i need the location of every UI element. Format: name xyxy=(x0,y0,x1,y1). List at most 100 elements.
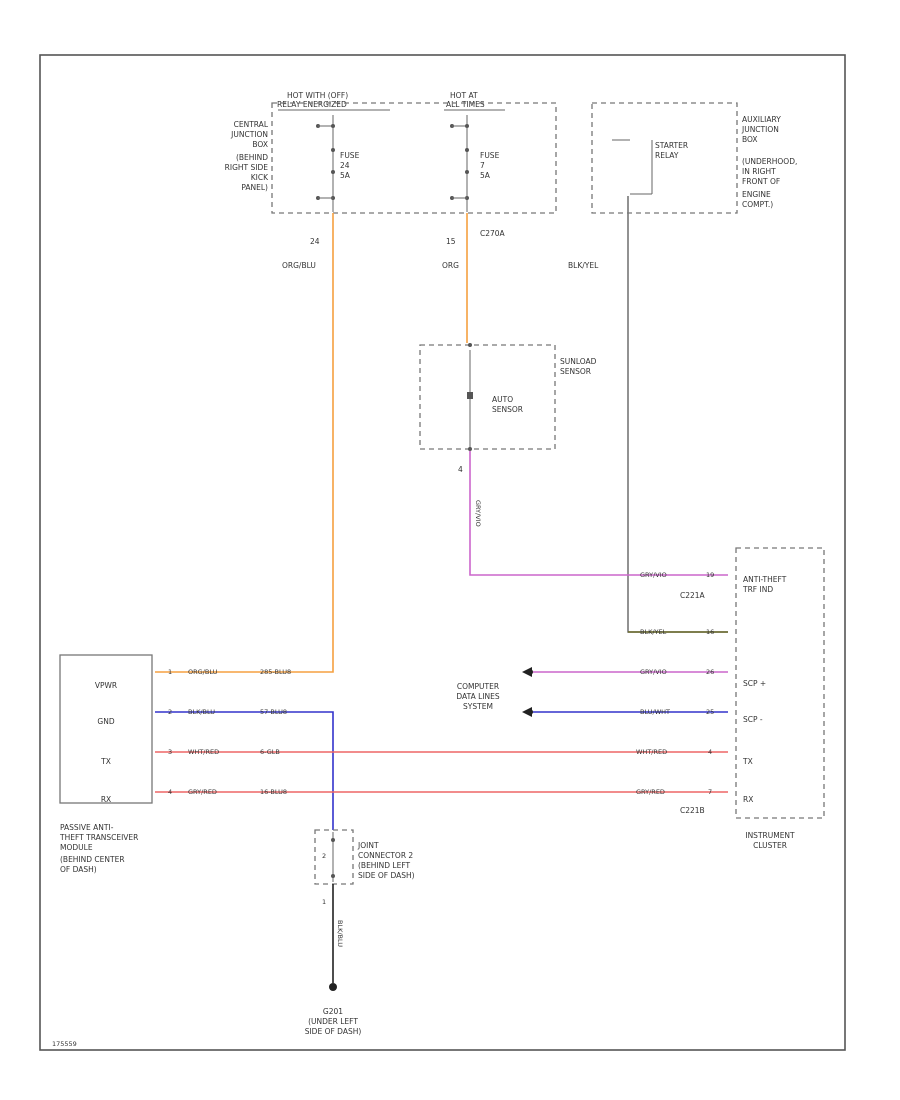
cluster-pin-tx: TX WHT/RED 4 xyxy=(636,748,753,766)
svg-text:(BEHIND LEFT: (BEHIND LEFT xyxy=(358,861,411,870)
svg-text:BOX: BOX xyxy=(252,140,268,149)
svg-text:5A: 5A xyxy=(340,171,351,180)
svg-text:26: 26 xyxy=(706,668,714,676)
cluster-pin-scp-minus: SCP - BLU/WHT 25 xyxy=(640,708,763,724)
svg-text:TRF IND: TRF IND xyxy=(742,585,773,594)
ground-g201-label: G201 (UNDER LEFT SIDE OF DASH) xyxy=(305,1007,362,1036)
cluster-pin-rx: RX GRY/RED 7 xyxy=(636,788,753,804)
auto-sensor: AUTO SENSOR xyxy=(467,343,523,451)
svg-text:JUNCTION: JUNCTION xyxy=(230,130,268,139)
svg-text:16-BLU8: 16-BLU8 xyxy=(260,788,287,796)
svg-text:STARTER: STARTER xyxy=(655,141,688,150)
svg-text:BOX: BOX xyxy=(742,135,758,144)
hot-left-line1: HOT WITH (OFF) xyxy=(287,91,348,100)
svg-text:AUXILIARY: AUXILIARY xyxy=(742,115,781,124)
starter-relay: STARTER RELAY xyxy=(612,139,688,195)
svg-text:19: 19 xyxy=(706,571,714,579)
svg-text:16: 16 xyxy=(706,628,714,636)
svg-text:IN RIGHT: IN RIGHT xyxy=(742,167,776,176)
svg-text:FUSE: FUSE xyxy=(340,151,360,160)
svg-text:1: 1 xyxy=(322,898,326,906)
svg-text:BLK/BLU: BLK/BLU xyxy=(188,708,215,716)
svg-text:CONNECTOR 2: CONNECTOR 2 xyxy=(358,851,413,860)
svg-text:4: 4 xyxy=(168,788,172,796)
sensor-pin-4: 4 xyxy=(458,465,463,474)
svg-text:RELAY: RELAY xyxy=(655,151,679,160)
svg-text:RX: RX xyxy=(101,795,111,804)
svg-text:WHT/RED: WHT/RED xyxy=(636,748,667,756)
sunload-sensor-label: SUNLOAD SENSOR xyxy=(560,357,597,376)
svg-text:GRY/VIO: GRY/VIO xyxy=(640,571,667,579)
cluster-label: INSTRUMENT CLUSTER xyxy=(745,831,795,850)
svg-text:GRY/VIO: GRY/VIO xyxy=(640,668,667,676)
ground-wire-label: BLK/BLU xyxy=(336,920,344,947)
svg-text:COMPUTER: COMPUTER xyxy=(457,682,499,691)
sensor-wire-label: GRY/VIO xyxy=(474,500,482,527)
joint-connector-label: JOINT CONNECTOR 2 (BEHIND LEFT SIDE OF D… xyxy=(357,841,415,880)
svg-text:ORG/BLU: ORG/BLU xyxy=(188,668,218,676)
svg-text:WHT/RED: WHT/RED xyxy=(188,748,219,756)
pats-pin-tx: TX 3 WHT/RED 6-GLB xyxy=(100,748,280,766)
svg-text:ANTI-THEFT: ANTI-THEFT xyxy=(743,575,787,584)
instrument-cluster-box xyxy=(735,547,825,819)
computer-data-lines-label: COMPUTER DATA LINES SYSTEM xyxy=(456,682,499,711)
svg-text:2: 2 xyxy=(322,852,326,860)
pin-15-label: 15 xyxy=(446,237,456,246)
svg-text:KICK: KICK xyxy=(251,173,269,182)
svg-text:TX: TX xyxy=(100,757,111,766)
svg-text:6-GLB: 6-GLB xyxy=(260,748,280,756)
svg-text:57-BLU8: 57-BLU8 xyxy=(260,708,287,716)
svg-text:7: 7 xyxy=(708,788,712,796)
svg-text:SIDE OF DASH): SIDE OF DASH) xyxy=(358,871,415,880)
svg-text:FUSE: FUSE xyxy=(480,151,500,160)
auxiliary-junction-box xyxy=(591,102,738,214)
pats-pin-rx: RX 4 GRY/RED 16-BLU8 xyxy=(101,788,287,804)
svg-text:COMPT.): COMPT.) xyxy=(742,200,773,209)
svg-text:4: 4 xyxy=(708,748,712,756)
joint-connector-box xyxy=(314,829,354,885)
svg-text:GND: GND xyxy=(97,717,114,726)
svg-text:GRY/RED: GRY/RED xyxy=(188,788,217,796)
sunload-sensor-box xyxy=(419,344,556,450)
svg-text:BLU/WHT: BLU/WHT xyxy=(640,708,670,716)
hot-mid-line1: HOT AT xyxy=(450,91,478,100)
svg-text:OF DASH): OF DASH) xyxy=(60,865,97,874)
wire-gnd xyxy=(155,711,334,830)
connector-c221b: C221B xyxy=(680,806,705,815)
svg-text:285-BLU8: 285-BLU8 xyxy=(260,668,291,676)
fuse-24: FUSE 24 5A xyxy=(316,115,360,212)
svg-text:24: 24 xyxy=(340,161,350,170)
svg-text:5A: 5A xyxy=(480,171,491,180)
ajb-label: AUXILIARY JUNCTION BOX (UNDERHOOD, IN RI… xyxy=(741,115,797,209)
hot-mid-line2: ALL TIMES xyxy=(446,100,485,109)
wire-blk-yel-label: BLK/YEL xyxy=(568,261,599,270)
pats-pin-gnd: GND 2 BLK/BLU 57-BLU8 xyxy=(97,708,287,726)
svg-text:THEFT TRANSCEIVER: THEFT TRANSCEIVER xyxy=(59,833,138,842)
svg-text:INSTRUMENT: INSTRUMENT xyxy=(745,831,795,840)
svg-text:SCP -: SCP - xyxy=(743,715,763,724)
pats-module-label: PASSIVE ANTI- THEFT TRANSCEIVER MODULE (… xyxy=(59,823,138,874)
svg-text:1: 1 xyxy=(168,668,172,676)
svg-text:PANEL): PANEL) xyxy=(241,183,268,192)
svg-text:3: 3 xyxy=(168,748,172,756)
computer-data-arrows xyxy=(522,667,533,717)
svg-text:GRY/RED: GRY/RED xyxy=(636,788,665,796)
svg-text:G201: G201 xyxy=(323,1007,343,1016)
svg-text:CLUSTER: CLUSTER xyxy=(753,841,787,850)
pin-24-label: 24 xyxy=(310,237,320,246)
svg-text:JUNCTION: JUNCTION xyxy=(741,125,779,134)
fuse-7: FUSE 7 5A xyxy=(450,115,500,212)
svg-text:VPWR: VPWR xyxy=(95,681,117,690)
hot-left-line2: RELAY ENERGIZED xyxy=(277,100,347,109)
joint-connector: 2 1 xyxy=(322,832,335,906)
svg-text:JOINT: JOINT xyxy=(357,841,379,850)
svg-text:SYSTEM: SYSTEM xyxy=(463,702,493,711)
svg-text:(UNDER LEFT: (UNDER LEFT xyxy=(308,1017,358,1026)
svg-text:BLK/YEL: BLK/YEL xyxy=(640,628,667,636)
svg-text:ENGINE: ENGINE xyxy=(742,190,771,199)
svg-text:AUTO: AUTO xyxy=(492,395,513,404)
cluster-pin-anti-theft: ANTI-THEFT TRF IND GRY/VIO 19 xyxy=(640,571,787,594)
diagram-id: 175559 xyxy=(52,1040,77,1048)
svg-text:SIDE OF DASH): SIDE OF DASH) xyxy=(305,1027,362,1036)
